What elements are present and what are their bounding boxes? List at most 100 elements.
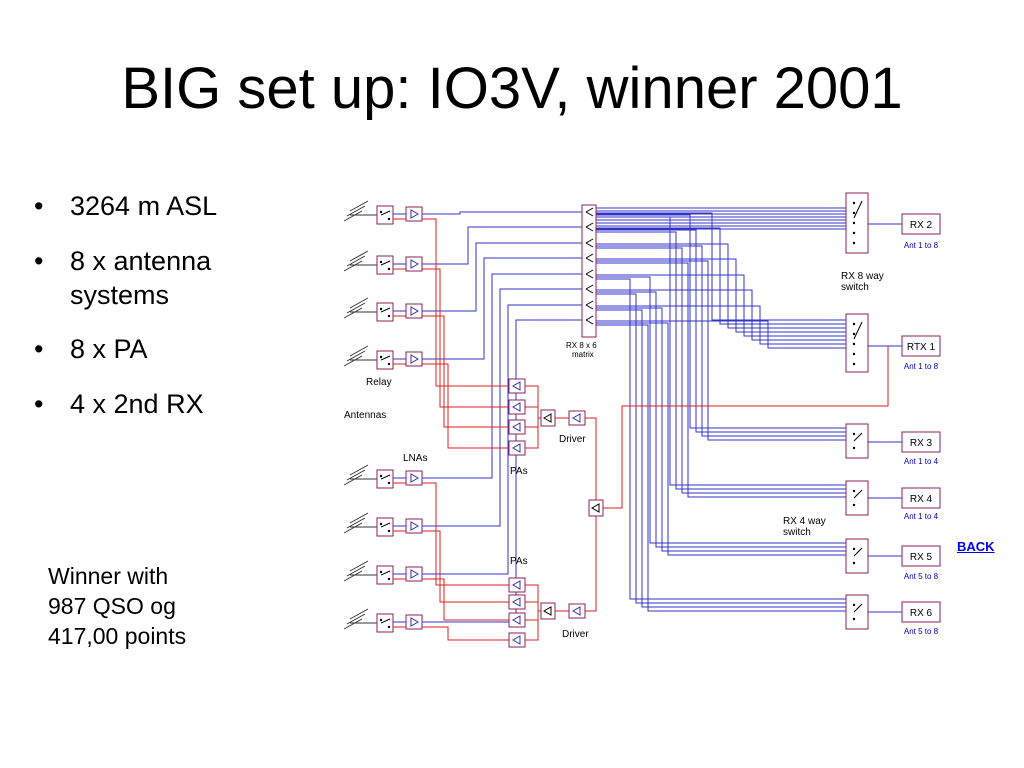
antenna-element (349, 464, 369, 476)
wire (596, 307, 846, 552)
receiver-rx5: RX 5 Ant 5 to 8 (901, 545, 941, 581)
antenna-element (343, 522, 363, 534)
receiver-range: Ant 5 to 8 (904, 627, 939, 636)
wire (422, 273, 582, 479)
back-link[interactable]: BACK (957, 539, 995, 554)
pa-icon (508, 399, 526, 415)
splitter-mark (585, 238, 594, 244)
splitter-mark (585, 300, 594, 306)
switch-icon (845, 423, 869, 459)
lna-icon (405, 470, 423, 486)
antenna-icon (343, 345, 377, 367)
amp-triangle (410, 521, 420, 531)
relay-arm (380, 355, 391, 361)
amp-triangle (511, 443, 521, 453)
receiver-range: Ant 1 to 4 (904, 512, 939, 521)
relay-contact (379, 210, 383, 214)
antenna-element (346, 565, 366, 577)
splitter-mark (585, 284, 594, 290)
antenna-element (349, 345, 369, 357)
pas-label-top: PAs (510, 466, 528, 477)
antenna-element (343, 307, 363, 319)
switch-contact (852, 221, 856, 225)
relay-contact (387, 267, 391, 271)
wire (596, 231, 846, 490)
relay-contact (387, 625, 391, 629)
antenna-element (349, 297, 369, 309)
relay-contact (379, 260, 383, 264)
rx8-switch-label-2: switch (841, 282, 869, 293)
switch-icon (845, 313, 869, 373)
antenna-element (346, 469, 366, 481)
lna-icon (405, 303, 423, 319)
splitter-mark (585, 315, 594, 321)
wire (525, 417, 541, 449)
bullet-list: •3264 m ASL •8 x antenna systems •8 x PA… (30, 190, 290, 443)
switch-contact (852, 561, 856, 565)
wire (603, 346, 889, 509)
switch-contact (852, 201, 856, 205)
relay-icon (376, 469, 394, 489)
wire (596, 214, 846, 429)
relay-contact (387, 481, 391, 485)
wire (525, 584, 541, 612)
relay-contact (387, 362, 391, 366)
switch-contact (852, 617, 856, 621)
wire (596, 278, 846, 600)
antenna-element (349, 560, 369, 572)
lna-icon (405, 566, 423, 582)
amp-triangle (410, 569, 420, 579)
switch-arm (853, 200, 863, 219)
antenna-element (343, 618, 363, 630)
receiver-name: RX 2 (910, 220, 933, 231)
wire (596, 243, 846, 329)
wire (596, 324, 846, 612)
relay-contact (387, 314, 391, 318)
splitter-mark (585, 273, 594, 279)
bullet-item: •4 x 2nd RX (34, 389, 204, 419)
lna-icon (405, 614, 423, 630)
switch-contact (852, 547, 856, 551)
relay-icon (376, 350, 394, 370)
wire (596, 289, 846, 341)
splitter-mark (585, 222, 594, 228)
relay-arm (380, 307, 391, 313)
receiver-name: RX 6 (910, 608, 933, 619)
pa-icon (508, 594, 526, 610)
relay-arm (380, 474, 391, 480)
switch-icon (845, 538, 869, 574)
wire (585, 417, 597, 514)
antenna-icon (343, 297, 377, 319)
antenna-element (346, 613, 366, 625)
splitter-mark (585, 257, 594, 263)
receiver-box (901, 601, 941, 623)
lna-icon (405, 206, 423, 222)
splitter-mark (585, 288, 594, 294)
receiver-name: RX 3 (910, 438, 933, 449)
diagram-components (343, 192, 869, 648)
relay-icon (376, 517, 394, 537)
antenna-element (349, 250, 369, 262)
splitter-mark (585, 319, 594, 325)
wire (422, 304, 582, 575)
wire (596, 322, 846, 556)
receiver-rx2: RX 2 Ant 1 to 8 (901, 213, 941, 250)
relay-arm (380, 570, 391, 576)
antenna-element (349, 200, 369, 212)
relay-label: Relay (366, 377, 392, 388)
amp-triangle (410, 473, 420, 483)
relay-contact (379, 618, 383, 622)
pas-label-bottom: PAs (510, 556, 528, 567)
note-line: Winner with (48, 563, 169, 589)
wire (596, 305, 846, 345)
wire (596, 260, 846, 441)
wire (525, 417, 541, 428)
receiver-rx4: RX 4 Ant 1 to 4 (901, 487, 941, 521)
switch-contact (852, 231, 856, 235)
antenna-icon (343, 200, 377, 222)
wire (596, 291, 846, 548)
pa-icon (508, 577, 526, 593)
receiver-box (901, 213, 941, 235)
relay-icon (376, 205, 394, 225)
receiver-rx6: RX 6 Ant 5 to 8 (901, 601, 941, 636)
